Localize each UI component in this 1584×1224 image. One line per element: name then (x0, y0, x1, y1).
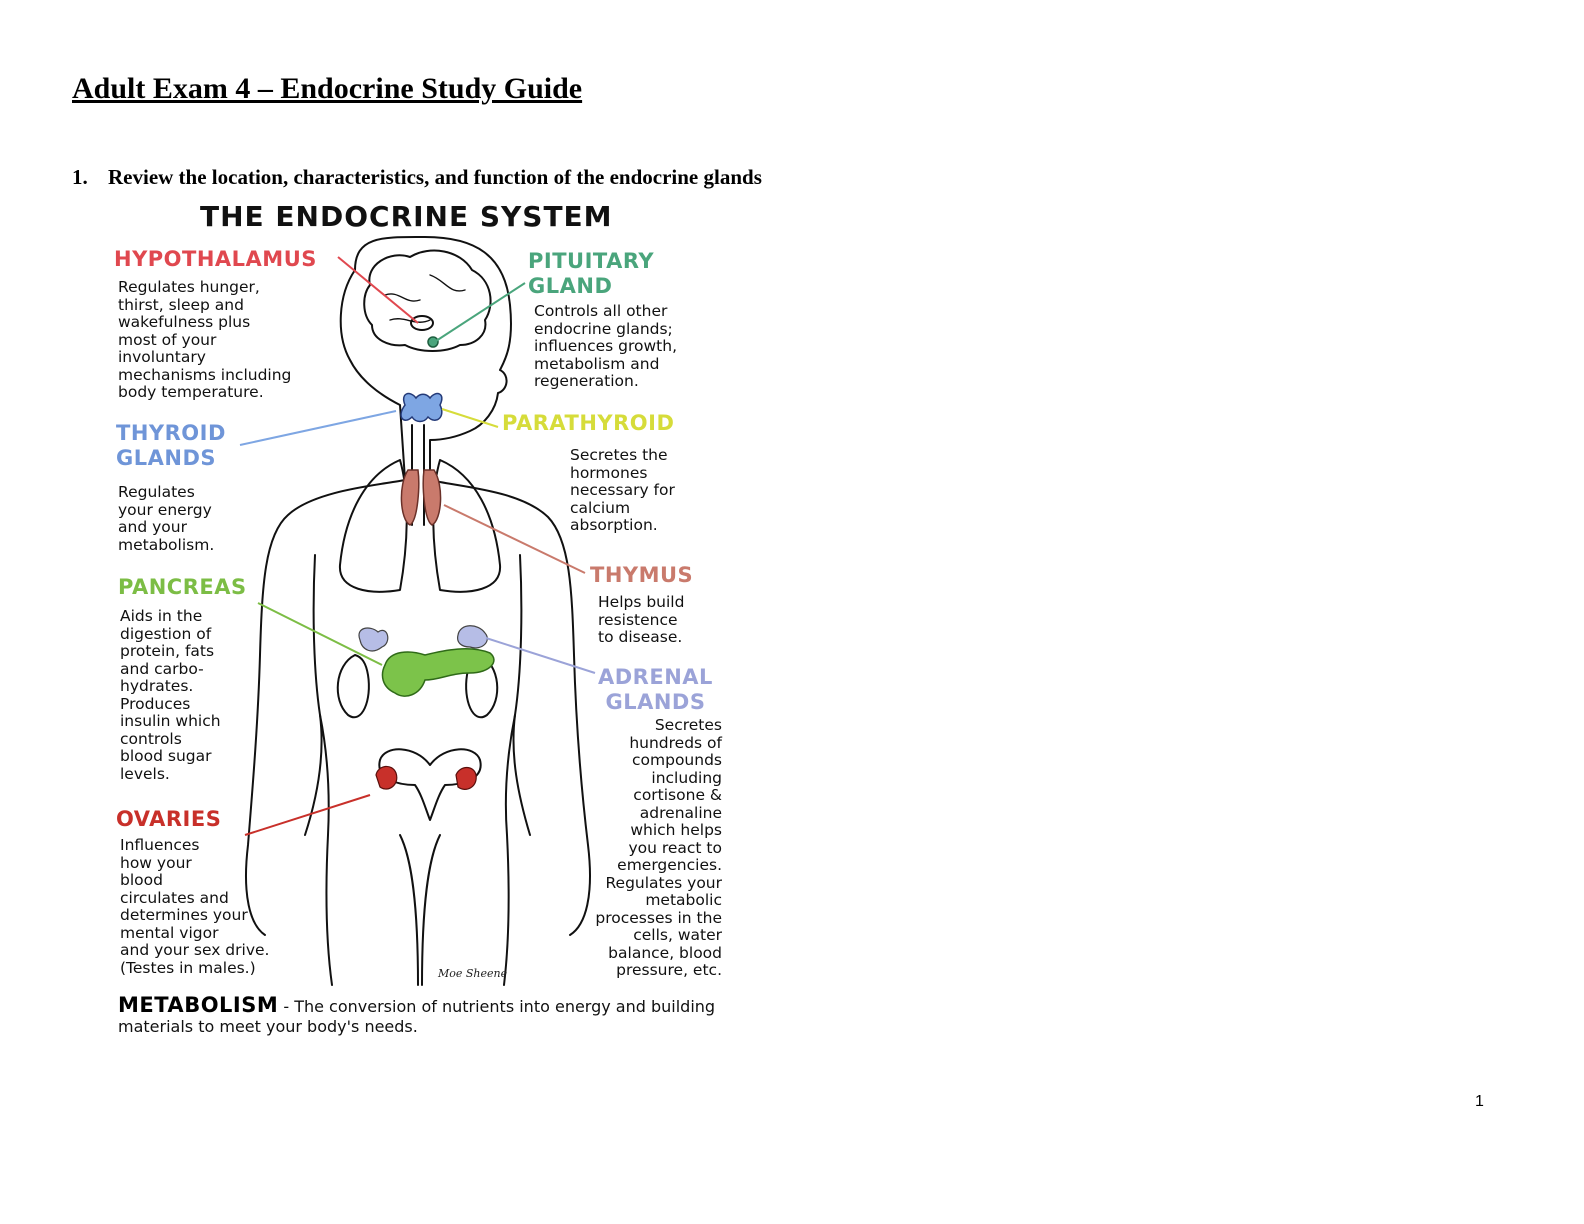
adrenal-label-line1: ADRENAL (598, 665, 713, 689)
head-outline (354, 235, 512, 481)
inner-legs (399, 834, 441, 986)
metabolism-definition: METABOLISM - The conversion of nutrients… (118, 995, 758, 1037)
right-lung (432, 459, 502, 593)
question-number: 1. (72, 165, 88, 189)
right-adrenal-organ (457, 625, 488, 649)
pancreas-organ (381, 648, 495, 697)
parathyroid-label: PARATHYROID (502, 411, 675, 435)
thymus-description: Helps build resistence to disease. (598, 593, 685, 646)
thymus-organ (400, 469, 442, 526)
diagram-title: THE ENDOCRINE SYSTEM (200, 200, 613, 233)
left-lung (338, 459, 408, 593)
body-illustration (239, 235, 596, 986)
thyroid-label-line1: THYROID (116, 421, 226, 445)
pituitary-pointer (435, 282, 526, 342)
thyroid-description: Regulates your energy and your metabolis… (118, 483, 215, 554)
pituitary-description: Controls all other endocrine glands; inf… (534, 302, 677, 390)
head-back-outline (339, 269, 406, 481)
ovaries-label: OVARIES (116, 807, 222, 831)
left-kidney (336, 654, 370, 719)
right-ovary-organ (455, 766, 477, 790)
pancreas-description: Aids in the digestion of protein, fats a… (120, 607, 221, 783)
adrenal-label-line2: GLANDS (605, 690, 706, 714)
question-1: 1. Review the location, characteristics, … (72, 165, 762, 190)
question-text: Review the location, characteristics, an… (108, 165, 762, 189)
left-adrenal-organ (358, 627, 389, 652)
hypothalamus-organ (410, 315, 434, 331)
thymus-label: THYMUS (590, 563, 694, 587)
endocrine-system-diagram: THE ENDOCRINE SYSTEM HYPOTHALAMUS Regula… (100, 195, 760, 1055)
pituitary-label-line1: PITUITARY (528, 249, 655, 273)
pituitary-organ (427, 336, 439, 348)
page-number: 1 (1475, 1093, 1484, 1110)
hypothalamus-label: HYPOTHALAMUS (114, 247, 317, 271)
adrenal-pointer (485, 637, 596, 674)
metabolism-text: - The conversion of nutrients into energ… (118, 997, 716, 1036)
brain-folds (384, 274, 466, 323)
parathyroid-pointer (441, 408, 499, 428)
right-leg (503, 714, 516, 986)
artist-signature: Moe Sheene (438, 967, 508, 980)
thymus-pointer (443, 504, 586, 574)
thyroid-organ (400, 392, 443, 423)
pancreas-label: PANCREAS (118, 575, 247, 599)
ovaries-description: Influences how your blood circulates and… (120, 836, 270, 977)
parathyroid-description: Secretes the hormones necessary for calc… (570, 446, 675, 534)
ovaries-pointer (244, 794, 371, 836)
hypothalamus-pointer (337, 256, 419, 324)
thyroid-label-line2: GLANDS (116, 446, 217, 470)
left-ovary-organ (375, 765, 398, 790)
adrenal-description: Secretes hundreds of compounds including… (595, 716, 722, 979)
document-title: Adult Exam 4 – Endocrine Study Guide (72, 72, 583, 105)
pointer-lines (239, 256, 596, 836)
brain (363, 249, 492, 352)
pituitary-label-line2: GLAND (528, 274, 613, 298)
left-leg (319, 714, 333, 986)
right-arm-outer (429, 479, 591, 936)
left-arm-outer (245, 479, 406, 936)
hypothalamus-description: Regulates hunger, thirst, sleep and wake… (118, 278, 292, 401)
metabolism-term: METABOLISM (118, 993, 279, 1017)
thyroid-pointer (239, 410, 397, 446)
uterus (378, 748, 482, 821)
pancreas-pointer (257, 602, 383, 666)
right-arm-inner (512, 554, 531, 836)
left-arm-inner (304, 554, 323, 836)
